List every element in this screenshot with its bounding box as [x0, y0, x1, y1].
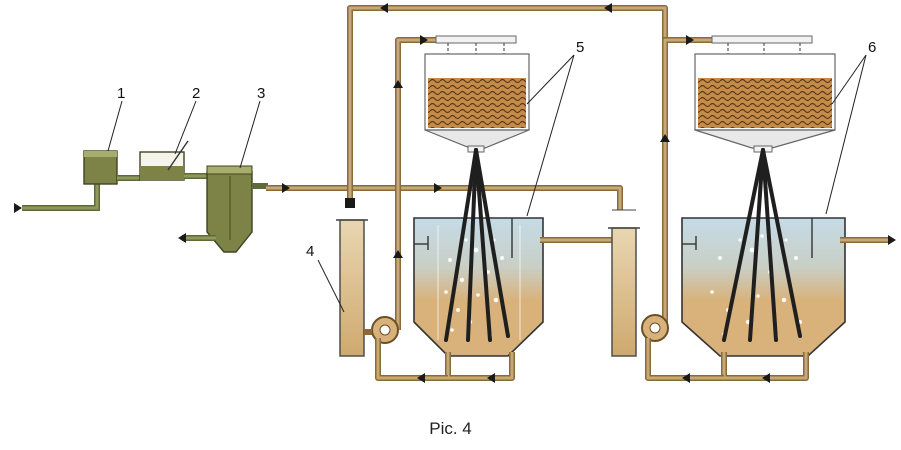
biofilter-6: ⁂ ⁂ ⁂ — [694, 35, 836, 153]
callout-4: 4 — [306, 243, 314, 260]
callout-5: 5 — [576, 39, 584, 56]
callout-2: 2 — [192, 85, 200, 102]
callout-6: 6 — [868, 39, 876, 56]
return-line-5 — [375, 338, 515, 383]
screen-unit — [139, 140, 189, 181]
callout-leaders — [107, 54, 867, 313]
figure-caption: Pic. 4 — [429, 419, 472, 438]
grit-outlet-pipe — [178, 233, 216, 243]
callout-3: 3 — [257, 85, 265, 102]
pump-1 — [364, 316, 399, 344]
return-line-6 — [645, 338, 809, 383]
main-feed-pipe — [266, 183, 623, 210]
sand-trap — [206, 165, 253, 253]
pump-1-riser — [393, 35, 436, 330]
inlet-pipe — [14, 180, 100, 213]
callout-1: 1 — [117, 85, 125, 102]
column-4 — [336, 219, 368, 357]
pump-2 — [641, 35, 712, 342]
tank-6 — [681, 148, 896, 357]
biofilter-5: ⁂ ⁂ ⁂ — [424, 35, 530, 153]
column-intermediate — [608, 209, 640, 357]
tank-5 — [413, 148, 612, 357]
receiving-chamber — [83, 150, 118, 185]
recirculation-pipe — [345, 3, 668, 208]
